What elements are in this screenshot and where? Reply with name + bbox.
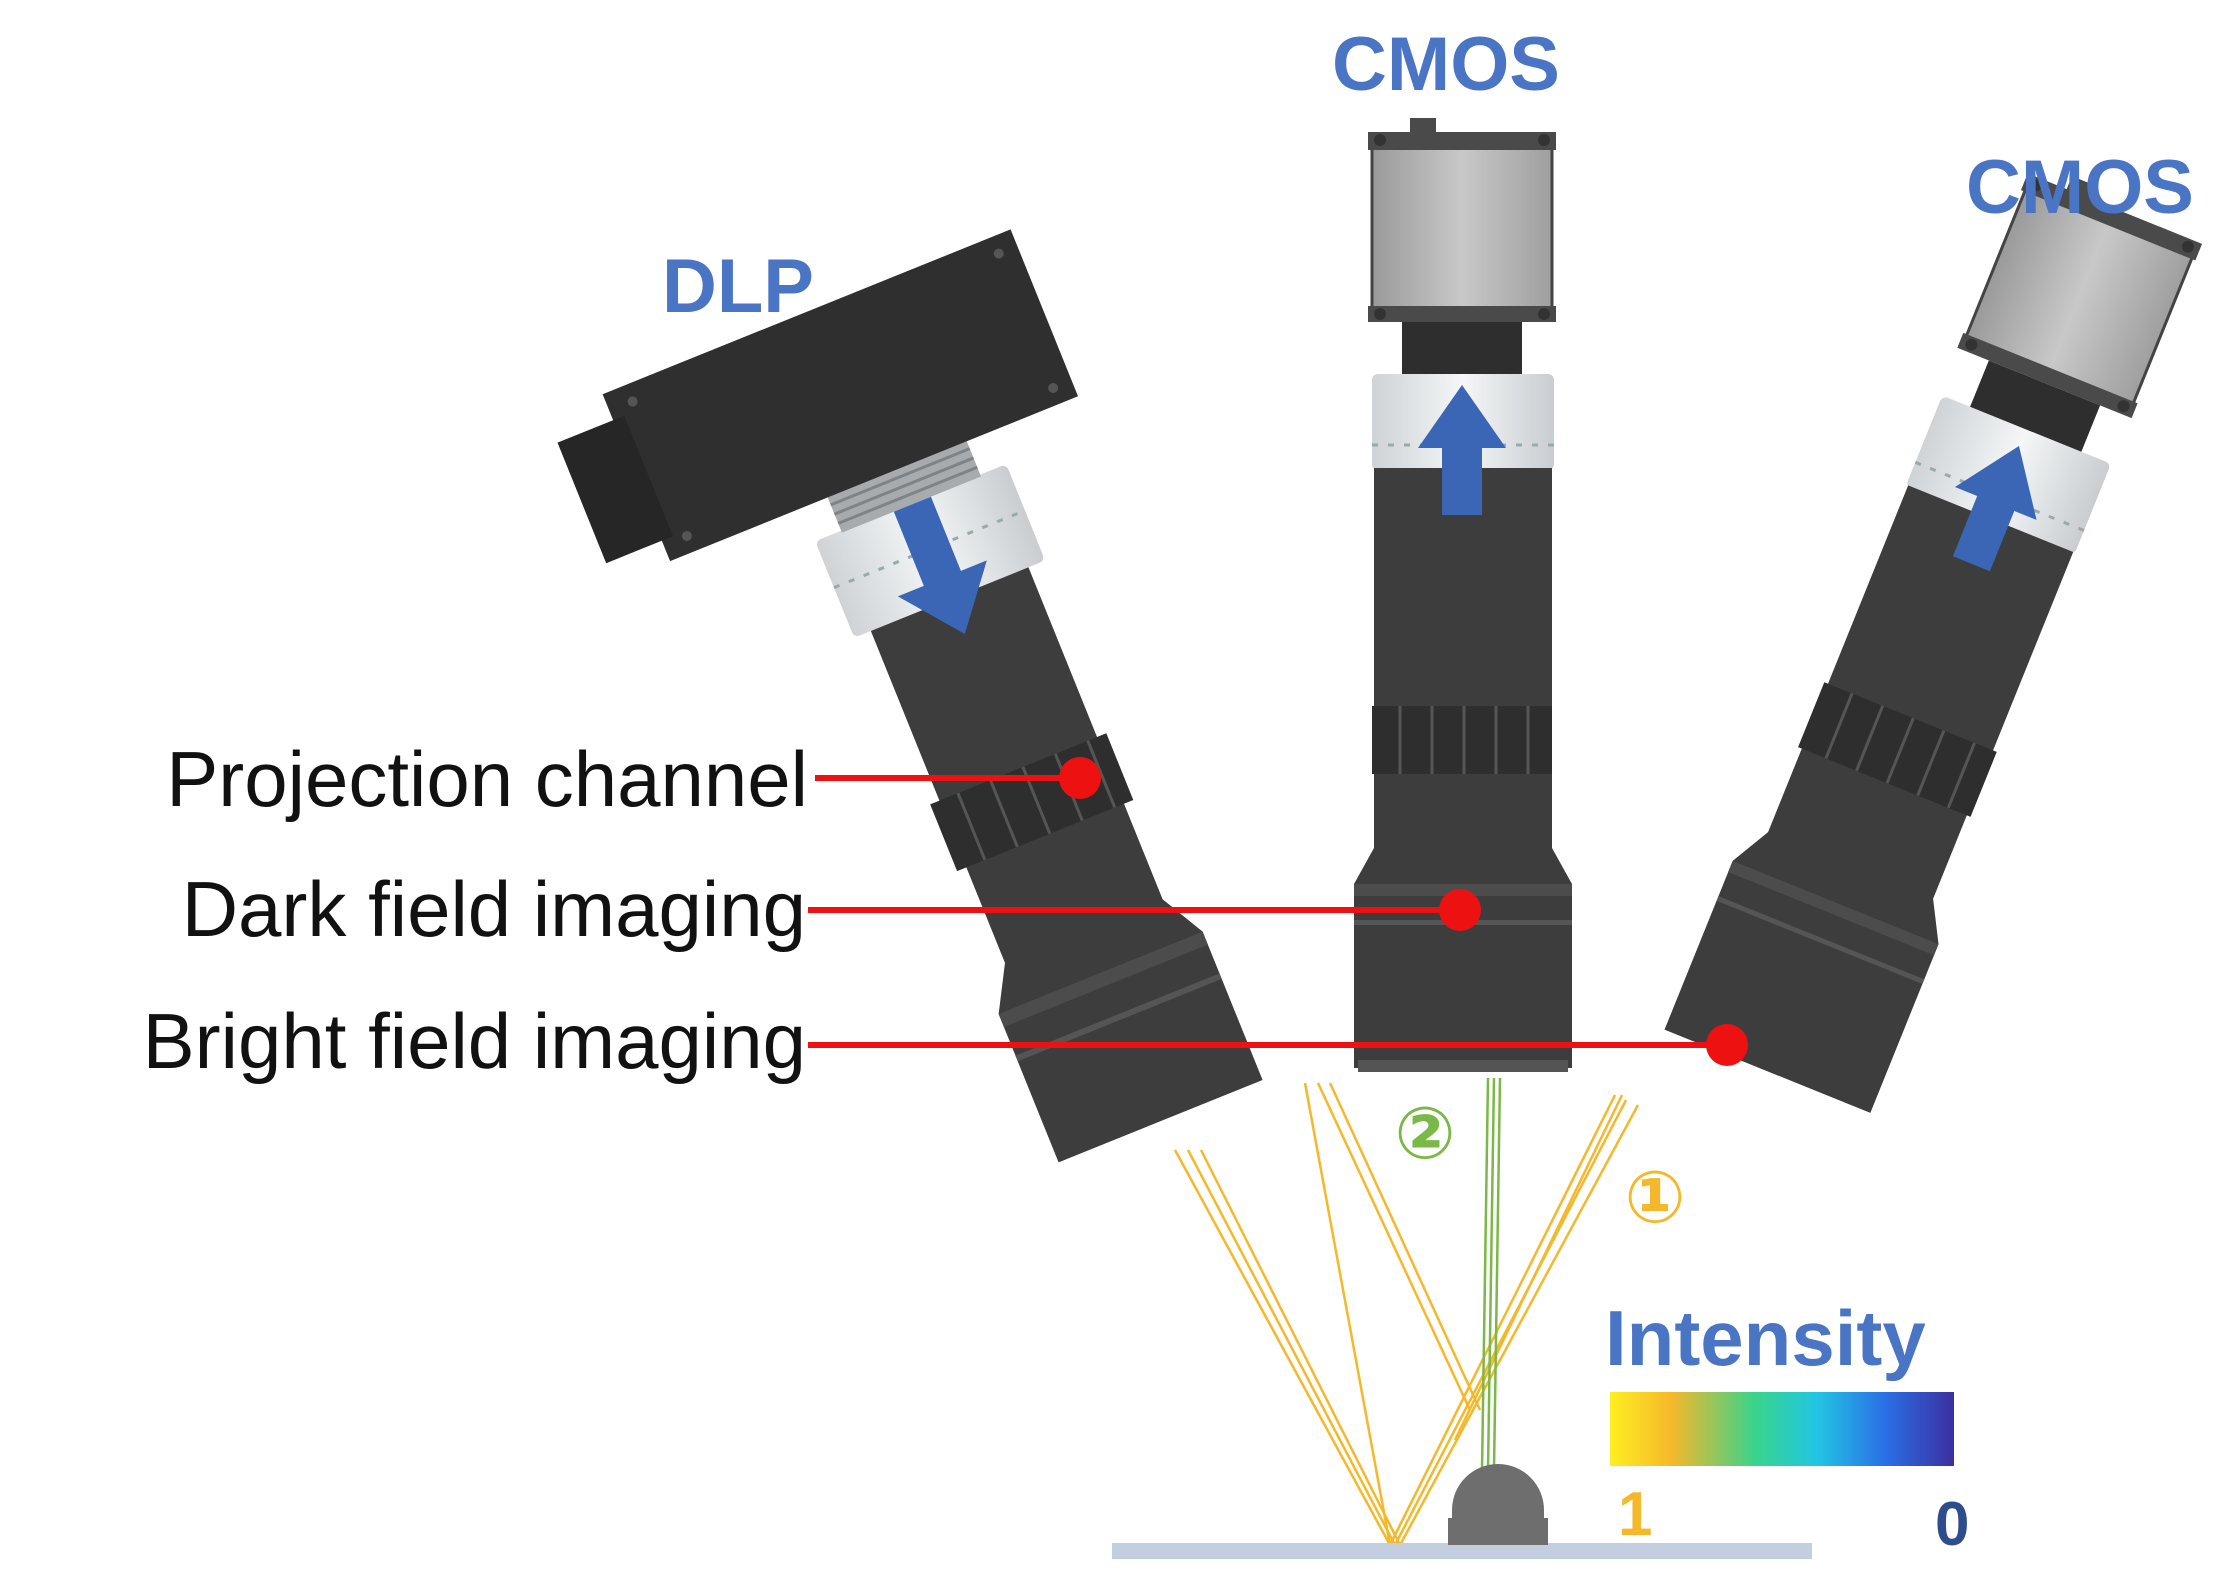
pointer-dark-field <box>808 889 1481 931</box>
bright-field-focus-ring <box>1798 682 1997 817</box>
bright-field-lens-body <box>1664 485 2074 1113</box>
yellow-rays-projection <box>1173 1082 1482 1546</box>
dark-field-up-arrow <box>1418 385 1506 515</box>
dlp-label: DLP <box>662 244 814 329</box>
svg-text:②: ② <box>1395 1094 1456 1174</box>
pointer-projection <box>815 757 1101 799</box>
dark-field-assembly <box>1354 118 1572 1072</box>
projection-lens-body <box>870 565 1263 1163</box>
bright-field-label: Bright field imaging <box>143 997 806 1085</box>
sample-stage <box>1112 1543 1812 1559</box>
cmos-camera-center <box>1370 138 1554 320</box>
intensity-min-label: 0 <box>1935 1490 1969 1559</box>
cmos-label-right: CMOS <box>1966 145 2194 230</box>
cmos-label-center: CMOS <box>1332 22 1560 107</box>
svg-text:①: ① <box>1625 1158 1686 1238</box>
bright-field-up-arrow <box>1952 445 2037 572</box>
intensity-colorbar <box>1610 1392 1954 1466</box>
intensity-max-label: 1 <box>1618 1480 1652 1549</box>
projection-down-arrow <box>893 496 987 635</box>
path-marker-1: ① <box>1625 1158 1686 1238</box>
dark-field-focus-ring <box>1372 706 1552 774</box>
dark-field-label: Dark field imaging <box>182 865 806 953</box>
projection-channel-label: Projection channel <box>166 735 808 823</box>
dlp-projector <box>602 229 1079 562</box>
bright-field-assembly <box>1664 173 2203 1113</box>
green-rays-dark-field <box>1480 1077 1502 1471</box>
pointer-bright-field <box>808 1024 1748 1066</box>
intensity-title: Intensity <box>1605 1294 1926 1382</box>
sample-object <box>1448 1464 1548 1545</box>
path-marker-2: ② <box>1395 1094 1456 1174</box>
